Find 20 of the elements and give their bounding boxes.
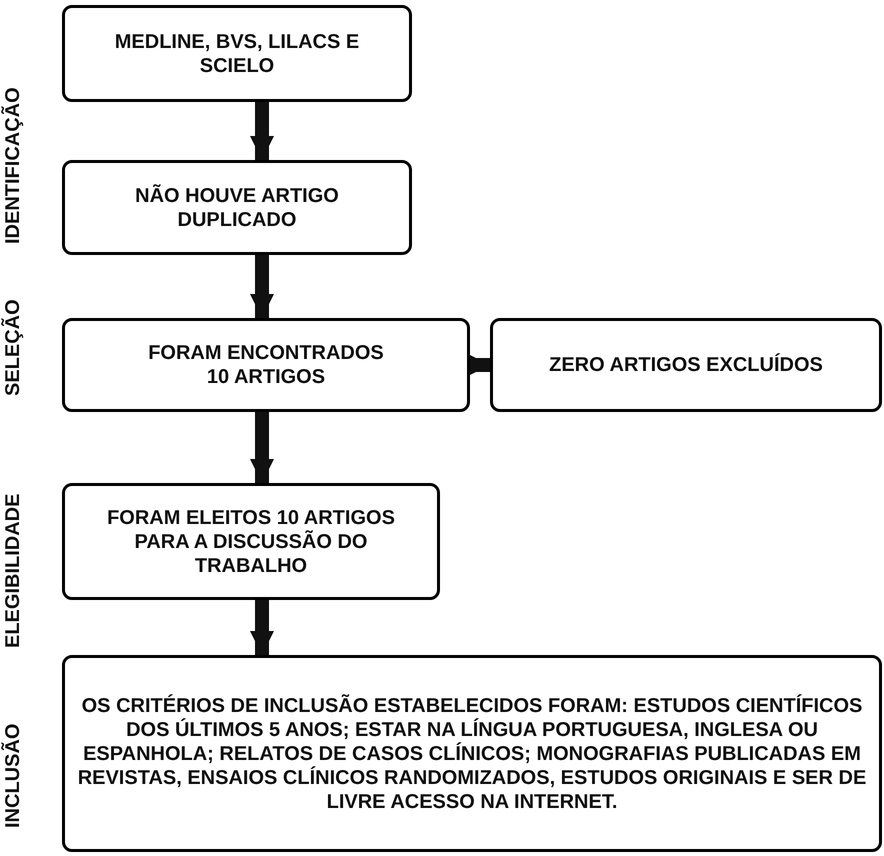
- process-box: [62, 160, 412, 255]
- box-text: MEDLINE, BVS, LILACS E SCIELO: [114, 30, 360, 78]
- box-text: NÃO HOUVE ARTIGO DUPLICADO: [134, 184, 340, 232]
- arrow: [250, 600, 274, 655]
- arrow: [250, 412, 274, 483]
- stage-label: INCLUSÃO: [0, 722, 25, 830]
- stage-label: IDENTIFICAÇÃO: [0, 86, 25, 246]
- stage-label: ELEGIBILIDADE: [1, 492, 25, 650]
- box-text: OS CRITÉRIOS DE INCLUSÃO ESTABELECIDOS FORAM: ESTUDOS CIENTÍFICOS DOS ÚLTIMOS 5 ANOS; ESTAR NA LÍNGUA PORTUGUESA, INGLESA OU ESPANHOLA; RELATOS DE CASOS CLÍNICOS; MONOGRAFIAS PUBLICADAS EM REVISTAS, ENSAIOS CLÍNICOS RANDOMIZADOS, ESTUDOS ORIGINAIS E SER DE LIVRE ACESSO NA INTERNET.: [77, 694, 867, 814]
- process-box: [62, 5, 412, 102]
- process-box: [62, 318, 470, 412]
- stage-label: SELEÇÃO: [0, 298, 25, 398]
- process-box: [62, 655, 882, 852]
- arrow: [250, 102, 274, 160]
- box-text: ZERO ARTIGOS EXCLUÍDOS: [549, 353, 823, 377]
- box-text: FORAM ENCONTRADOS 10 ARTIGOS: [147, 341, 385, 389]
- arrow: [250, 255, 274, 318]
- process-box: [490, 318, 882, 412]
- process-box: [62, 483, 440, 600]
- box-text: FORAM ELEITOS 10 ARTIGOS PARA A DISCUSSÃO DO TRABALHO: [106, 506, 396, 578]
